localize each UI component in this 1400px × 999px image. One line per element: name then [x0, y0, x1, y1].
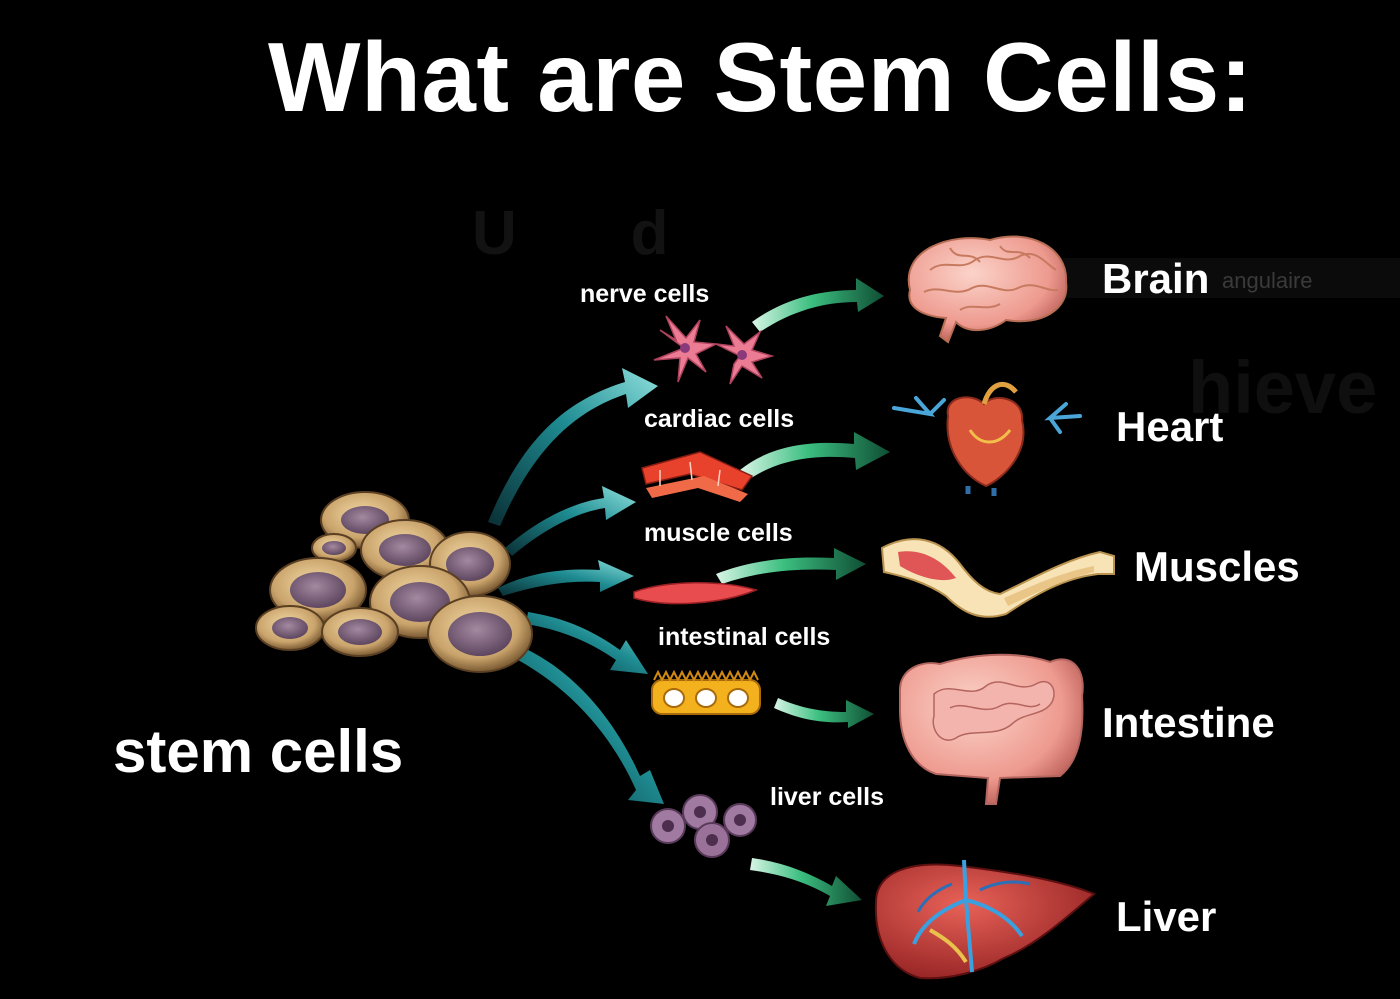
- stem-cell-cluster-icon: [255, 491, 533, 673]
- intestinal-cells-label: intestinal cells: [658, 623, 831, 651]
- stem-cells-label: stem cells: [113, 718, 404, 785]
- green-arrow: [774, 698, 874, 728]
- teal-arrow: [518, 648, 664, 804]
- nerve-cells-label: nerve cells: [580, 280, 710, 308]
- intestine-icon: [899, 653, 1084, 805]
- heart-icon: [892, 381, 1082, 496]
- teal-arrow: [498, 560, 634, 596]
- green-arrow: [740, 432, 890, 480]
- cardiac-cells-label: cardiac cells: [644, 405, 795, 433]
- faded-background-text: hieve: [1188, 346, 1378, 429]
- liver-label: Liver: [1116, 893, 1217, 940]
- nerve-cell-icon: [653, 315, 775, 385]
- heart-label: Heart: [1116, 403, 1224, 450]
- brain-icon: [907, 235, 1068, 344]
- page-title: What are Stem Cells:: [268, 22, 1253, 132]
- liver-icon: [874, 859, 1096, 980]
- liver-cell-icon: [650, 794, 757, 858]
- teal-arrow: [526, 612, 648, 674]
- muscles-label: Muscles: [1134, 543, 1300, 590]
- cardiac-cell-icon: [641, 451, 754, 502]
- intestine-label: Intestine: [1102, 699, 1275, 746]
- teal-arrow: [488, 368, 658, 526]
- green-arrow: [752, 278, 884, 332]
- faded-background-text: U d: [472, 199, 669, 268]
- arm-muscle-icon: [880, 538, 1115, 618]
- green-arrow: [750, 858, 862, 906]
- brain-label: Brain: [1102, 255, 1210, 302]
- muscle-cells-label: muscle cells: [644, 519, 793, 547]
- liver-cells-label: liver cells: [770, 783, 884, 811]
- teal-arrow: [505, 486, 636, 556]
- green-arrow: [716, 548, 866, 584]
- muscle-cell-icon: [633, 582, 759, 605]
- intestinal-cell-icon: [651, 669, 761, 715]
- faded-background-text: angulaire: [1222, 268, 1313, 293]
- faded-overlay-bar: [1060, 258, 1400, 298]
